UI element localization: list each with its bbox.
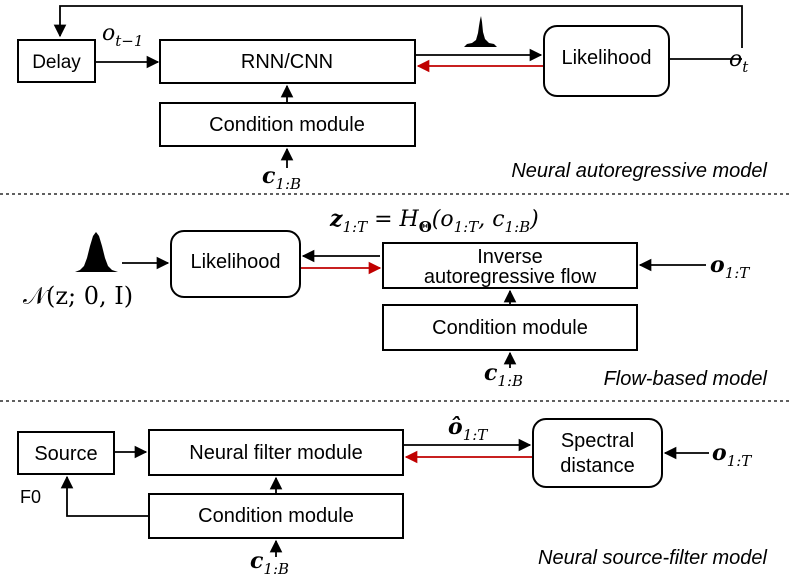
distribution-spike-icon bbox=[464, 16, 497, 47]
spectral-distance-label-line2: distance bbox=[560, 455, 635, 477]
condition-module-box-2 bbox=[382, 304, 638, 351]
condition-module-box-1 bbox=[159, 102, 416, 147]
delay-box bbox=[17, 39, 96, 83]
likelihood-box-2 bbox=[170, 230, 301, 298]
source-box bbox=[17, 431, 115, 475]
flow-equation: z1:T = HΘ(o1:T, c1:B) bbox=[329, 206, 539, 236]
condition-module-label-3: Condition module bbox=[198, 505, 354, 527]
o-hat-label: ô1:T bbox=[448, 414, 488, 444]
o-prev-label: ot−1 bbox=[102, 21, 143, 50]
c-input-label-1: c1:B bbox=[262, 163, 301, 193]
neural-filter-label: Neural filter module bbox=[189, 442, 362, 464]
delay-label: Delay bbox=[32, 52, 81, 73]
section-flow: z1:T = HΘ(o1:T, c1:B) 𝒩(z; 0, I) Likelih… bbox=[23, 206, 768, 390]
condition-module-label-1: Condition module bbox=[209, 114, 365, 136]
rnn-cnn-label: RNN/CNN bbox=[241, 51, 333, 73]
spectral-distance-box bbox=[532, 418, 663, 488]
caption-autoregressive: Neural autoregressive model bbox=[511, 160, 767, 182]
inverse-flow-label-line2: autoregressive flow bbox=[424, 266, 597, 288]
neural-filter-box bbox=[148, 429, 404, 476]
o-input-label-3: o1:T bbox=[712, 440, 752, 470]
condition-module-label-2: Condition module bbox=[432, 317, 588, 339]
gaussian-distribution-icon bbox=[75, 232, 118, 272]
o-t-label: ot bbox=[729, 47, 749, 76]
caption-flow: Flow-based model bbox=[604, 368, 768, 390]
likelihood-label-2: Likelihood bbox=[190, 251, 280, 273]
section-source-filter: Source F0 Neural filter module ô1:T Spec… bbox=[17, 414, 768, 578]
f0-to-source-arrow bbox=[60, 475, 150, 517]
feedback-loop-arrow bbox=[53, 5, 743, 48]
rnn-cnn-box bbox=[159, 39, 416, 84]
normal-distribution-label: 𝒩(z; 0, I) bbox=[23, 282, 133, 310]
likelihood-box bbox=[543, 25, 670, 97]
c-input-label-2: c1:B bbox=[484, 360, 523, 390]
section-autoregressive: Delay ot−1 RNN/CNN Likelihood ot Conditi… bbox=[17, 5, 768, 193]
source-label: Source bbox=[34, 443, 97, 465]
f0-label: F0 bbox=[20, 487, 41, 507]
caption-source-filter: Neural source-filter model bbox=[538, 547, 768, 569]
inverse-flow-box bbox=[382, 242, 638, 289]
inverse-flow-label-line1: Inverse bbox=[477, 246, 543, 268]
likelihood-label: Likelihood bbox=[561, 47, 651, 69]
spectral-distance-label-line1: Spectral bbox=[561, 430, 634, 452]
o-input-label-2: o1:T bbox=[710, 252, 750, 282]
c-input-label-3: c1:B bbox=[250, 548, 289, 578]
